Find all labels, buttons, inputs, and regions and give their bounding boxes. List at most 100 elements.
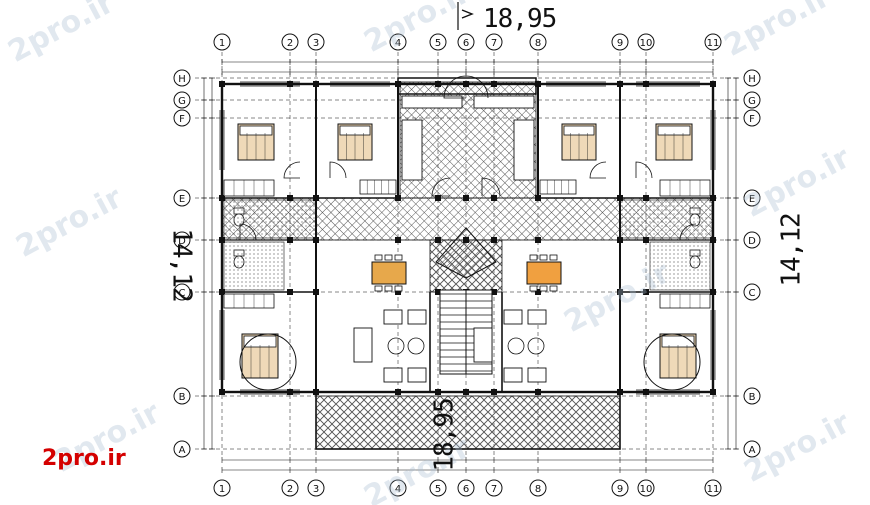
dining-chair (529, 285, 538, 292)
grid-label-row: D (178, 236, 186, 247)
column-block (643, 195, 649, 201)
door-swing-icon (443, 75, 489, 99)
structural-columns (219, 81, 716, 395)
dining-chair (549, 285, 558, 292)
column-block (313, 289, 319, 295)
grid-label-column: 4 (395, 484, 401, 495)
column-block (219, 195, 225, 201)
column-block (435, 237, 441, 243)
column-block (535, 237, 541, 243)
column-block (395, 81, 401, 87)
grid-bubble-row-right (743, 440, 761, 458)
column-block (535, 81, 541, 87)
grid-label-column: 3 (313, 38, 319, 49)
armchair (383, 367, 403, 383)
grid-bubble-column-top (457, 33, 475, 51)
grid-bubble-row-right (743, 283, 761, 301)
column-block (395, 289, 401, 295)
column-block (643, 289, 649, 295)
grid-label-row: F (749, 114, 755, 125)
bathroom-floor (619, 199, 713, 239)
grid-label-row: H (178, 74, 186, 85)
column-block (287, 81, 293, 87)
grid-label-row: A (179, 445, 186, 456)
bed-icon (337, 123, 373, 161)
column-block (617, 81, 623, 87)
dining-chair (374, 285, 383, 292)
dining-chair (384, 285, 393, 292)
grid-bubble-row-left (173, 283, 191, 301)
grid-bubble-row-right (743, 387, 761, 405)
grid-label-row: H (748, 74, 756, 85)
column-block (535, 389, 541, 395)
overall-depth-label-left: 14,12 (166, 228, 197, 302)
column-block (287, 237, 293, 243)
grid-bubble-row-left (173, 91, 191, 109)
column-block (463, 237, 469, 243)
grid-bubble-row-right (743, 189, 761, 207)
kitchen-counter (473, 95, 535, 109)
grid-label-column: 11 (707, 38, 720, 49)
grid-label-row: C (179, 288, 186, 299)
door-swing-icon (481, 177, 501, 197)
grid-bubble-column-bottom (307, 479, 325, 497)
kitchen-counter (513, 119, 535, 181)
grid-bubble-column-bottom (429, 479, 447, 497)
door-swing-icon (239, 223, 257, 241)
grid-bubble-row-left (173, 189, 191, 207)
grid-label-column: 9 (617, 484, 623, 495)
dining-chair (549, 254, 558, 261)
armchair (407, 309, 427, 325)
armchair (383, 309, 403, 325)
grid-bubble-column-bottom (213, 479, 231, 497)
door-swing-icon (635, 161, 653, 179)
column-block (710, 389, 716, 395)
door-arc (481, 177, 501, 197)
dining-chair (394, 285, 403, 292)
grid-label-column: 8 (535, 38, 541, 49)
column-block (617, 289, 623, 295)
column-block (435, 289, 441, 295)
kitchen-counter (401, 95, 463, 109)
coffee-table (407, 337, 425, 355)
coffee-table (387, 337, 405, 355)
grid-label-column: 4 (395, 38, 401, 49)
grid-label-column: 9 (617, 38, 623, 49)
column-block (395, 389, 401, 395)
grid-label-row: F (179, 114, 185, 125)
grid-label-row: D (748, 236, 756, 247)
grid-bubble-column-bottom (281, 479, 299, 497)
grid-bubble-column-bottom (485, 479, 503, 497)
bathroom-floor (649, 241, 711, 291)
grid-label-column: 10 (640, 38, 653, 49)
column-block (535, 289, 541, 295)
grid-bubble-column-top (281, 33, 299, 51)
wardrobe (539, 179, 577, 195)
grid-bubble-column-bottom (637, 479, 655, 497)
wardrobe-body (659, 179, 711, 197)
wardrobe-body (359, 179, 397, 195)
dining-table-icon (371, 254, 407, 292)
grid-label-row: G (178, 96, 186, 107)
grid-bubble-column-bottom (611, 479, 629, 497)
grid-bubble-column-bottom (529, 479, 547, 497)
grid-bubble-row-right (743, 231, 761, 249)
dining-chair (539, 254, 548, 261)
overall-depth-label-right: 14,12 (776, 213, 807, 287)
column-block (435, 195, 441, 201)
grid-bubble-row-left (173, 231, 191, 249)
wardrobe-body (539, 179, 577, 195)
grid-label-row: B (749, 392, 756, 403)
column-block (287, 389, 293, 395)
grid-label-row: B (179, 392, 186, 403)
overall-width-label-top: 18,95 (483, 4, 557, 34)
sofa-icon (353, 309, 427, 383)
entrance-diamond (435, 227, 497, 279)
coffee-table (527, 337, 545, 355)
bathroom-floor (223, 199, 317, 239)
column-block (491, 389, 497, 395)
grid-bubble-column-bottom (457, 479, 475, 497)
grid-bubble-column-bottom (389, 479, 407, 497)
column-block (535, 195, 541, 201)
grid-bubble-column-top (307, 33, 325, 51)
